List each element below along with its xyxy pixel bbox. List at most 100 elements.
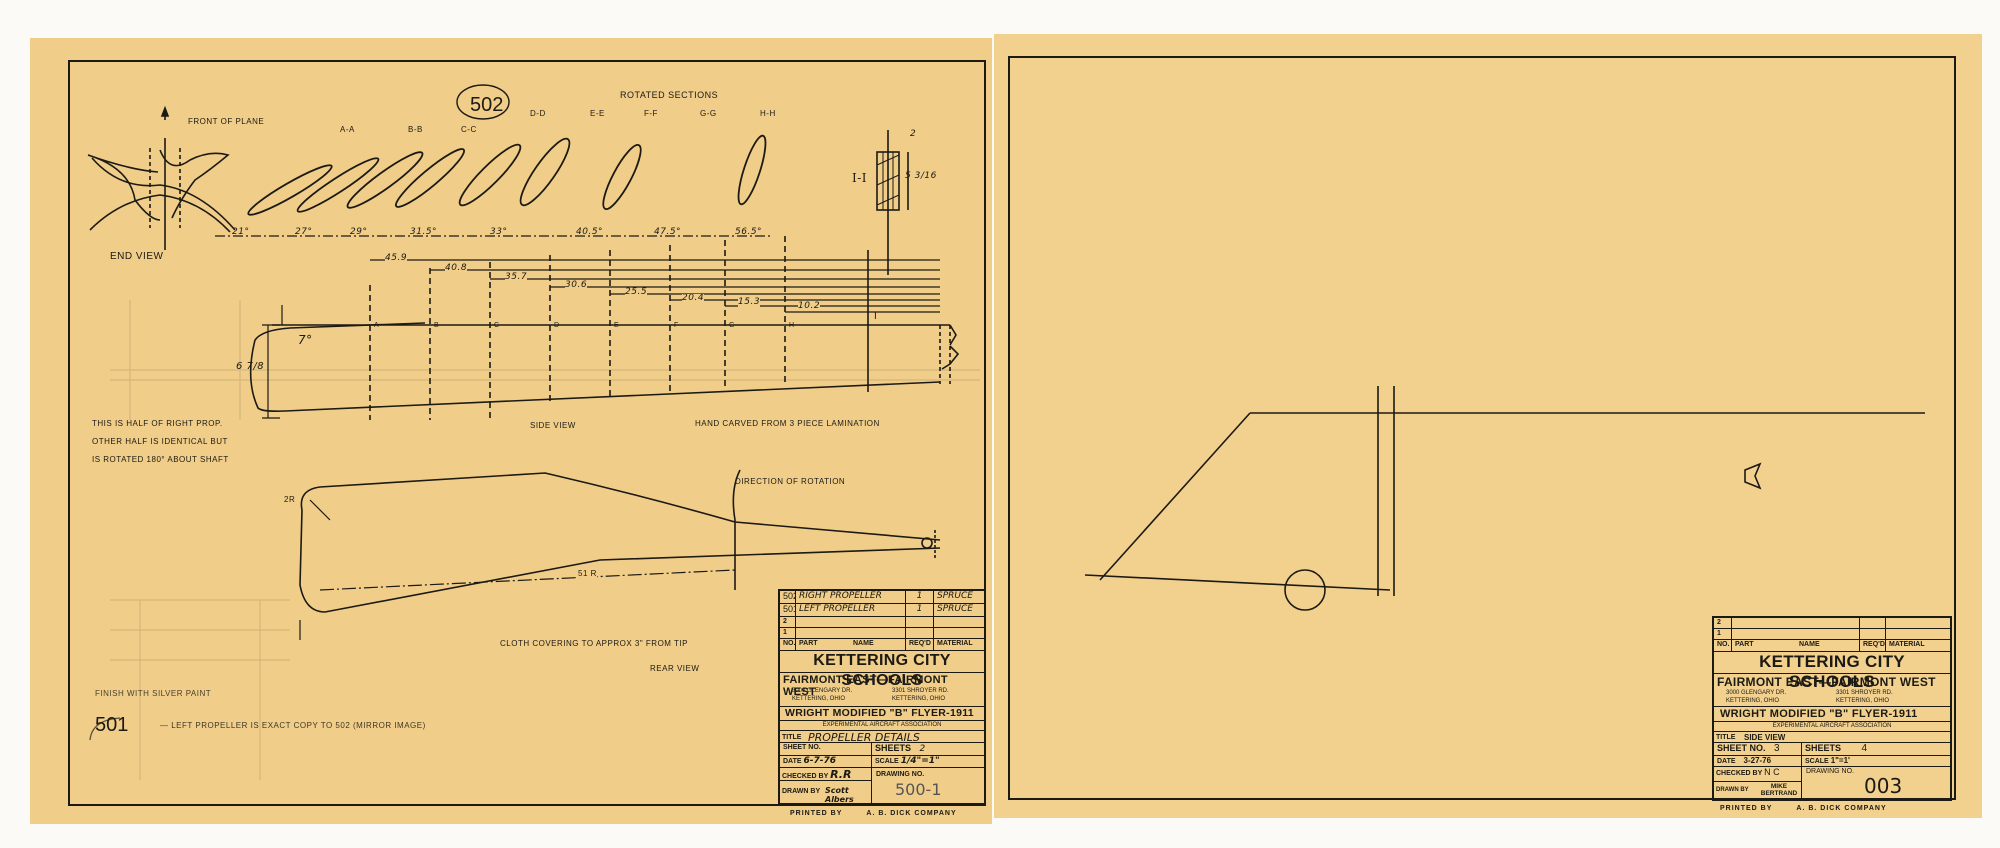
mirror-detail-number: 501 [95, 714, 129, 736]
address-line: 3000 GLENGARY DR. [792, 688, 853, 694]
printed-by-value: A. B. DICK COMPANY [1796, 805, 1887, 812]
header-no: NO. [1714, 640, 1732, 651]
drawing-no-value: 500-1 [895, 780, 942, 799]
station-dimension: 45.9 [385, 253, 408, 263]
hub-width: 2 [910, 129, 917, 139]
drawn-by-label: DRAWN BY [1716, 787, 1749, 793]
printed-by-value: A. B. DICK COMPANY [866, 810, 957, 817]
part-qty: 1 [906, 591, 934, 603]
drawn-by-value: Scott Albers [825, 786, 854, 804]
part-qty: 1 [906, 604, 934, 616]
sheets-label: SHEETS [875, 743, 912, 753]
address-line: KETTERING, OHIO [1836, 698, 1890, 704]
checked-by-value: R.R [830, 768, 852, 781]
title-label: TITLE [1716, 734, 1736, 741]
section-angle: 56.5° [735, 227, 763, 237]
address-line: KETTERING, OHIO [1726, 698, 1780, 704]
station-letter: F [674, 322, 679, 329]
station-dimension: 10.2 [798, 301, 821, 311]
section-label: D-D [530, 109, 546, 118]
sheet-no-label: SHEET NO. [780, 743, 872, 755]
right-sheet-border [1008, 56, 1956, 800]
section-label: F-F [644, 109, 658, 118]
address-line: 3301 SHROYER RD. [1836, 690, 1893, 696]
section-angle: 47.5° [654, 227, 682, 237]
blade-width: 6 7/8 [236, 361, 265, 372]
header-part: PART [1735, 641, 1754, 648]
half-note-line: IS ROTATED 180° ABOUT SHAFT [92, 455, 229, 464]
direction-of-rotation-label: DIRECTION OF ROTATION [735, 477, 846, 486]
part-no: 502 [780, 591, 796, 603]
header-material: MATERIAL [1889, 641, 1925, 648]
part-material: SPRUCE [937, 604, 973, 614]
station-dimension: 20.4 [682, 293, 705, 303]
detail-number: 502 [470, 94, 504, 116]
drawing-no-label: DRAWING NO. [876, 771, 925, 778]
station-dimension: 40.8 [445, 263, 468, 273]
station-dimension: 25.5 [625, 287, 648, 297]
date-value: 6-7-76 [803, 756, 837, 766]
detail-502-circle [456, 84, 510, 120]
address-line: 3000 GLENGARY DR. [1726, 690, 1787, 696]
part-no: 501 [780, 604, 796, 616]
sheet-no-label: SHEET NO. [1717, 743, 1766, 753]
section-label: E-E [590, 109, 605, 118]
station-letter: G [729, 322, 735, 329]
station-letter: A [374, 322, 380, 329]
printed-by-label: PRINTED BY [1720, 805, 1773, 812]
hand-carved-note: HAND CARVED FROM 3 PIECE LAMINATION [695, 419, 880, 428]
date-value: 3-27-76 [1743, 756, 1772, 765]
header-qty: REQ'D [906, 639, 934, 650]
section-angle: 33° [490, 227, 508, 237]
drawing-title: SIDE VIEW [1744, 733, 1786, 742]
drawn-by-label: DRAWN BY [782, 788, 821, 795]
sheets-label: SHEETS [1805, 743, 1842, 753]
hub-section-label: I-I [852, 171, 868, 185]
pitch-angle: 7° [298, 333, 313, 347]
side-view-shape [249, 236, 960, 420]
school-name: KETTERING CITY SCHOOLS [1714, 652, 1950, 691]
checked-by-label: CHECKED BY [782, 773, 829, 780]
school-name: KETTERING CITY SCHOOLS [780, 651, 984, 689]
part-no: 2 [780, 617, 796, 627]
section-label: B-B [408, 125, 423, 134]
header-part: PART [799, 640, 818, 647]
station-dimension: 15.3 [738, 297, 761, 307]
finish-note: FINISH WITH SILVER PAINT [95, 689, 212, 698]
section-label: C-C [461, 125, 477, 134]
left-sheet-border [68, 60, 986, 806]
part-no: 1 [780, 628, 796, 638]
detail-501-circle [89, 717, 121, 741]
date-label: DATE [1717, 758, 1736, 765]
hub-height: 5 3/16 [905, 171, 937, 181]
rotated-sections [215, 134, 770, 237]
address-line: KETTERING, OHIO [892, 696, 946, 702]
header-name: NAME [850, 639, 906, 650]
section-angle: 27° [295, 227, 313, 237]
title-label: TITLE [782, 734, 802, 741]
station-dimension: 30.6 [565, 280, 588, 290]
part-name: RIGHT PROPELLER [796, 591, 906, 603]
mirror-note: — LEFT PROPELLER IS EXACT COPY TO 502 (M… [160, 721, 426, 730]
hub-section [876, 130, 909, 275]
printed-by-label: PRINTED BY [790, 810, 843, 817]
side-view-label: SIDE VIEW [530, 421, 576, 430]
part-no: 1 [1714, 629, 1732, 639]
end-view-label: END VIEW [110, 251, 164, 262]
date-label: DATE [783, 758, 802, 765]
project-name: WRIGHT MODIFIED "B" FLYER-1911 [780, 707, 984, 721]
rear-view-label: REAR VIEW [650, 664, 700, 673]
header-qty: REQ'D [1860, 640, 1886, 651]
scale-label: SCALE [875, 758, 899, 765]
end-view-shape [87, 105, 236, 250]
drawing-title: PROPELLER DETAILS [808, 731, 920, 744]
checked-by-value: N C [1764, 767, 1780, 777]
schools-subtitle: FAIRMONT EAST—FAIRMONT WEST [1717, 675, 1936, 689]
sheets-value: 4 [1861, 743, 1868, 754]
scale-label: SCALE [1805, 758, 1829, 765]
blade-radius: 51 R [578, 569, 597, 578]
sheets-value: 2 [919, 744, 926, 754]
front-of-plane-label: FRONT OF PLANE [188, 117, 265, 126]
